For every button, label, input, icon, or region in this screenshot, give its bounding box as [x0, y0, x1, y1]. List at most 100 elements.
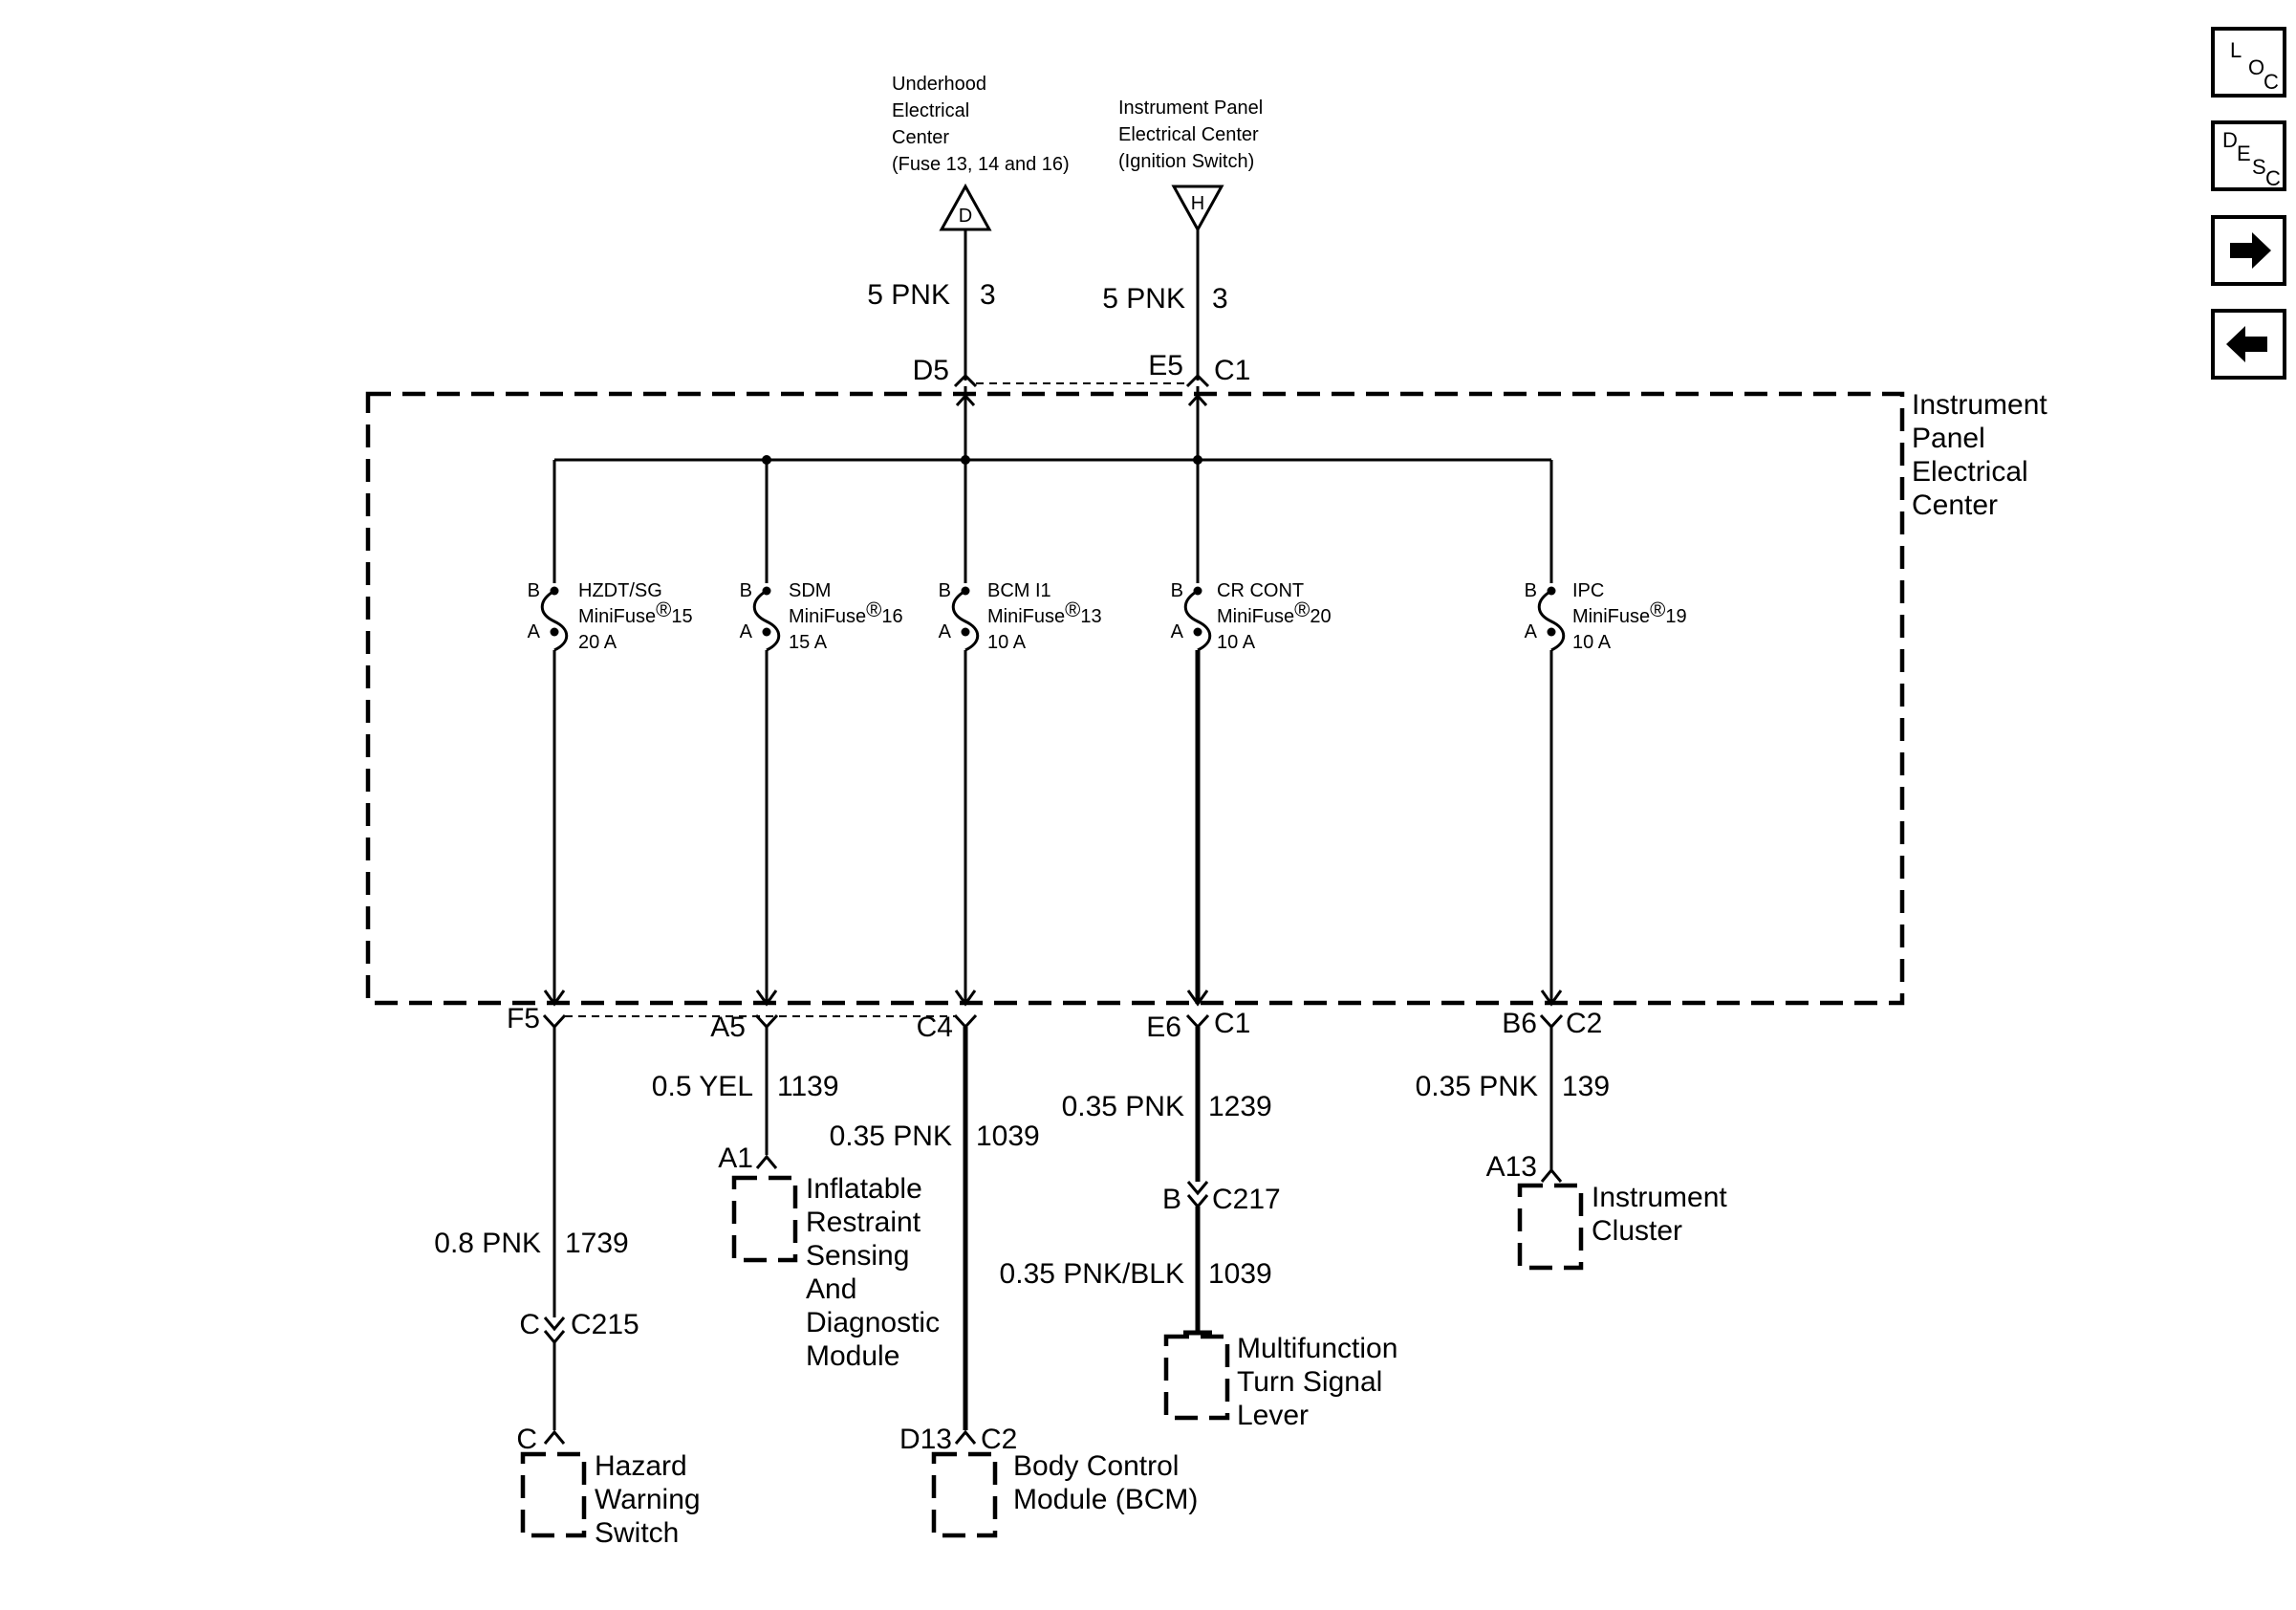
svg-text:Instrument: Instrument: [1912, 389, 2047, 421]
svg-text:(Ignition Switch): (Ignition Switch): [1118, 151, 1254, 172]
svg-text:S: S: [2252, 155, 2266, 179]
svg-text:MiniFuse®15: MiniFuse®15: [578, 598, 693, 627]
svg-text:D5: D5: [913, 355, 949, 386]
svg-text:O: O: [2248, 55, 2264, 79]
svg-text:Module: Module: [806, 1340, 899, 1372]
svg-text:Underhood: Underhood: [892, 74, 986, 95]
svg-text:A5: A5: [710, 1012, 746, 1043]
svg-text:Inflatable: Inflatable: [806, 1173, 922, 1205]
svg-text:10 A: 10 A: [1217, 632, 1256, 653]
svg-text:D13: D13: [899, 1424, 952, 1455]
svg-text:139: 139: [1562, 1071, 1610, 1102]
svg-text:Turn Signal: Turn Signal: [1237, 1366, 1382, 1398]
fuse-ipc: B A IPC MiniFuse®19 10 A: [1525, 460, 1687, 1007]
svg-text:B: B: [1171, 580, 1183, 601]
svg-text:HZDT/SG: HZDT/SG: [578, 580, 662, 601]
ipec-box: [365, 391, 1905, 1006]
source-underhood: Underhood Electrical Center (Fuse 13, 14…: [867, 74, 1069, 386]
svg-text:C2: C2: [1566, 1008, 1602, 1039]
output-hazard: F5 0.8 PNK 1739 C C215 C Hazard Warning …: [434, 1003, 700, 1549]
output-bcm: C4 0.35 PNK 1039 D13 C2 Body Control Mod…: [830, 1012, 1198, 1538]
svg-text:E6: E6: [1146, 1012, 1181, 1043]
hazard-switch-box: [520, 1451, 587, 1538]
arrow-right-icon: [2230, 232, 2271, 269]
source-triangle-h: [1171, 185, 1224, 233]
svg-text:A: A: [740, 621, 753, 642]
svg-text:1239: 1239: [1208, 1091, 1272, 1122]
svg-text:0.35 PNK: 0.35 PNK: [1062, 1091, 1184, 1122]
svg-text:Electrical: Electrical: [1912, 456, 2028, 488]
svg-text:Electrical: Electrical: [892, 100, 969, 121]
svg-text:C: C: [2265, 166, 2281, 190]
svg-text:BCM I1: BCM I1: [987, 580, 1051, 601]
svg-text:MiniFuse®16: MiniFuse®16: [789, 598, 903, 627]
svg-text:10 A: 10 A: [1572, 632, 1612, 653]
svg-text:C1: C1: [1214, 355, 1250, 386]
svg-text:20 A: 20 A: [578, 632, 617, 653]
svg-text:Warning: Warning: [595, 1484, 701, 1515]
svg-text:MiniFuse®19: MiniFuse®19: [1572, 598, 1687, 627]
loc-button[interactable]: L O C: [2211, 27, 2286, 98]
svg-text:B: B: [939, 580, 951, 601]
svg-text:Hazard: Hazard: [595, 1450, 687, 1482]
svg-text:B: B: [1162, 1184, 1181, 1215]
svg-text:0.8 PNK: 0.8 PNK: [434, 1228, 541, 1259]
svg-text:Center: Center: [892, 127, 949, 148]
svg-text:3: 3: [1212, 283, 1228, 315]
svg-text:CR CONT: CR CONT: [1217, 580, 1304, 601]
svg-text:D: D: [959, 206, 972, 227]
next-page-button[interactable]: [2211, 215, 2286, 286]
fuse-hzdt-sg: B A HZDT/SG MiniFuse®15 20 A: [528, 460, 693, 1007]
svg-text:(Fuse 13, 14 and 16): (Fuse 13, 14 and 16): [892, 154, 1070, 175]
svg-text:3: 3: [980, 279, 996, 311]
multifunction-box: [1163, 1334, 1230, 1421]
svg-text:C1: C1: [1214, 1008, 1250, 1039]
svg-text:C: C: [2264, 70, 2279, 94]
svg-text:5 PNK: 5 PNK: [867, 279, 950, 311]
source-ipec-ignition: Instrument Panel Electrical Center (Igni…: [1102, 98, 1263, 386]
svg-text:E: E: [2237, 141, 2251, 165]
svg-text:Body Control: Body Control: [1013, 1450, 1179, 1482]
svg-text:C: C: [516, 1424, 537, 1455]
fuse-sdm: B A SDM MiniFuse®16 15 A: [740, 460, 903, 1007]
instrument-cluster-box: [1517, 1183, 1584, 1271]
bcm-box: [931, 1451, 998, 1538]
output-multifunction: E6 C1 0.35 PNK 1239 B C217 0.35 PNK/BLK …: [1000, 1008, 1398, 1431]
svg-text:E5: E5: [1148, 350, 1183, 381]
output-ipc: B6 C2 0.35 PNK 139 A13 Instrument Cluste…: [1416, 1008, 1727, 1271]
svg-text:5 PNK: 5 PNK: [1102, 283, 1185, 315]
ipec-label: Instrument Panel Electrical Center: [1912, 389, 2047, 521]
svg-text:A13: A13: [1486, 1151, 1537, 1183]
svg-text:10 A: 10 A: [987, 632, 1027, 653]
svg-text:IPC: IPC: [1572, 580, 1604, 601]
svg-text:Restraint: Restraint: [806, 1207, 921, 1238]
svg-text:B: B: [528, 580, 540, 601]
svg-text:C: C: [519, 1309, 540, 1340]
svg-text:C4: C4: [917, 1012, 953, 1043]
svg-text:C217: C217: [1212, 1184, 1281, 1215]
svg-text:Cluster: Cluster: [1592, 1215, 1682, 1247]
svg-text:Diagnostic: Diagnostic: [806, 1307, 940, 1338]
svg-text:A: A: [528, 621, 541, 642]
svg-text:A: A: [1171, 621, 1184, 642]
svg-text:0.35 PNK: 0.35 PNK: [1416, 1071, 1538, 1102]
arrow-left-icon: [2226, 326, 2267, 362]
svg-text:Electrical Center: Electrical Center: [1118, 124, 1259, 145]
svg-text:0.5 YEL: 0.5 YEL: [652, 1071, 753, 1102]
svg-text:SDM: SDM: [789, 580, 831, 601]
svg-text:1039: 1039: [976, 1120, 1040, 1152]
svg-text:B: B: [1525, 580, 1537, 601]
svg-text:Multifunction: Multifunction: [1237, 1333, 1397, 1364]
svg-text:F5: F5: [507, 1003, 540, 1034]
svg-text:Center: Center: [1912, 490, 1998, 521]
svg-text:MiniFuse®13: MiniFuse®13: [987, 598, 1102, 627]
svg-text:1039: 1039: [1208, 1258, 1272, 1290]
svg-text:MiniFuse®20: MiniFuse®20: [1217, 598, 1332, 627]
svg-text:Instrument Panel: Instrument Panel: [1118, 98, 1263, 119]
fuse-cr-cont: B A CR CONT MiniFuse®20 10 A: [1171, 460, 1332, 1007]
svg-text:B6: B6: [1502, 1008, 1537, 1039]
svg-text:C215: C215: [571, 1309, 639, 1340]
prev-page-button[interactable]: [2211, 309, 2286, 380]
desc-button[interactable]: D E S C: [2211, 120, 2286, 191]
svg-text:Instrument: Instrument: [1592, 1182, 1727, 1213]
